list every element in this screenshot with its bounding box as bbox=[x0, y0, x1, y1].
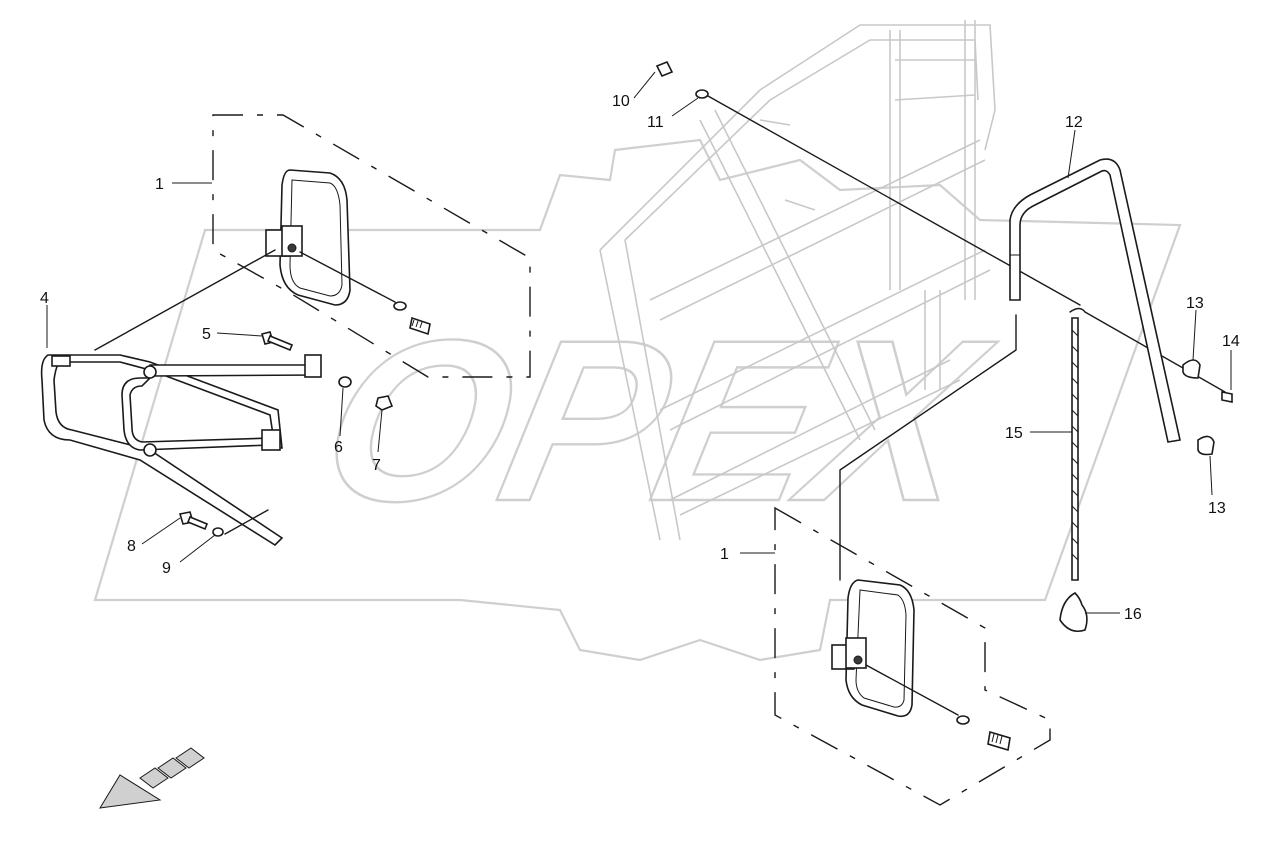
callout-10: 10 bbox=[612, 93, 630, 110]
fasteners-left bbox=[178, 331, 394, 537]
callout-11: 11 bbox=[647, 114, 664, 131]
callout-13-bottom: 13 bbox=[1208, 500, 1226, 517]
right-mirror-outline bbox=[774, 506, 1051, 806]
callout-7: 7 bbox=[372, 457, 381, 474]
callout-16: 16 bbox=[1124, 606, 1142, 623]
watermark-text: OPEX bbox=[303, 292, 1009, 549]
callout-13-top: 13 bbox=[1186, 295, 1204, 312]
leader-lines bbox=[46, 71, 1232, 614]
mirror-bracket-frame bbox=[40, 249, 322, 547]
callout-1-left: 1 bbox=[155, 176, 164, 193]
callout-14: 14 bbox=[1222, 333, 1240, 350]
direction-arrow-icon bbox=[99, 747, 205, 809]
callout-1-right: 1 bbox=[720, 546, 729, 563]
callout-15: 15 bbox=[1005, 425, 1023, 442]
snap-hook bbox=[1059, 592, 1088, 633]
left-mirror-outline bbox=[212, 114, 531, 378]
callout-9: 9 bbox=[162, 560, 171, 577]
callout-4: 4 bbox=[40, 290, 49, 307]
chain bbox=[1069, 307, 1086, 581]
callout-12: 12 bbox=[1065, 114, 1083, 131]
callout-6: 6 bbox=[334, 439, 343, 456]
watermark-logo: OPEX bbox=[93, 138, 1182, 662]
callout-5: 5 bbox=[202, 326, 211, 343]
callout-8: 8 bbox=[127, 538, 136, 555]
mirror-left bbox=[265, 169, 431, 336]
mirror-right bbox=[831, 579, 1011, 752]
rail-tube bbox=[839, 158, 1215, 581]
callout-labels: 1 1 4 5 6 7 8 9 10 11 12 13 13 14 15 16 bbox=[40, 93, 1240, 623]
cab-ladder bbox=[599, 20, 996, 541]
